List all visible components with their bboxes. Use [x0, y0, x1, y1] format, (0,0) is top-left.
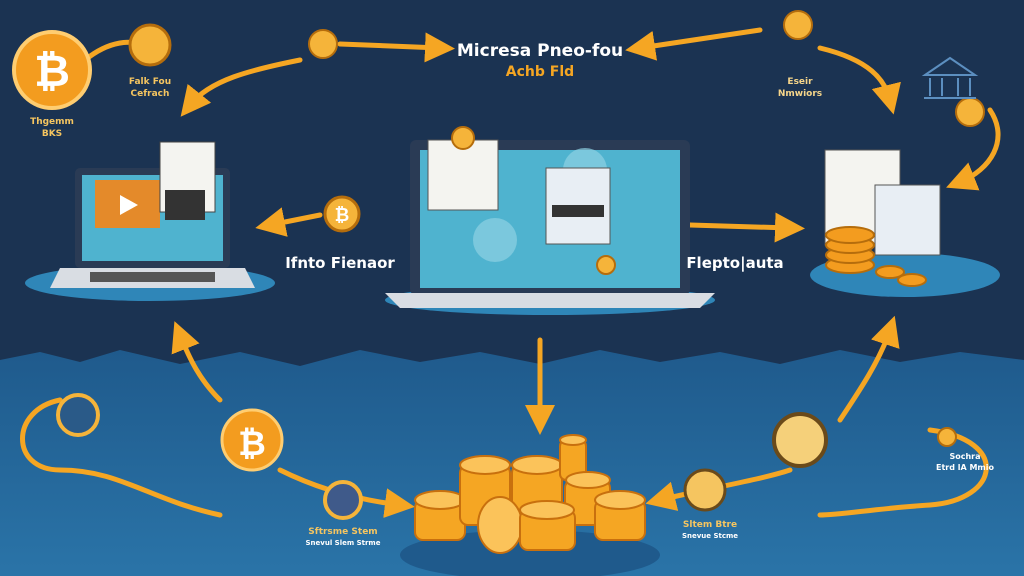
bank-icon: [921, 56, 979, 99]
document-stack: [810, 149, 1000, 297]
coin-label: Thgemm: [30, 117, 74, 127]
coin-icon: [128, 23, 172, 67]
coin-label: Snevue Stcme: [682, 532, 738, 540]
coin-icon: [937, 427, 957, 447]
coin-icon: [323, 480, 363, 520]
svg-text:₿: ₿: [238, 424, 266, 464]
coin-label: Cefrach: [131, 89, 170, 99]
bitcoin-icon: ₿: [323, 195, 361, 233]
bitcoin-icon: ₿: [12, 30, 92, 110]
center-laptop: [385, 126, 715, 315]
svg-text:₿: ₿: [335, 205, 350, 226]
coin-icon: [308, 29, 338, 59]
coin-icon: [783, 10, 813, 40]
left-flow-label: Ifnto Fienaor: [285, 254, 395, 272]
coin-label: Sftrsme Stem: [308, 527, 377, 537]
flow-arrows: [20, 26, 1001, 519]
title-main: Micresa Pneo-fou: [457, 41, 623, 61]
node-label: Eseir: [787, 77, 813, 87]
coin-label: Falk Fou: [129, 77, 171, 87]
node-label: Nmwiors: [778, 89, 822, 99]
title-sub: Achb Fld: [506, 64, 574, 80]
coin-icon: [772, 412, 828, 468]
coin-icon: [955, 97, 985, 127]
coin-label: Sochra: [949, 452, 980, 461]
coin-label: BKS: [42, 129, 62, 139]
right-flow-label: Flepto|auta: [686, 254, 783, 273]
coin-icon: [683, 468, 727, 512]
coin-label: Etrd lA Mmio: [936, 463, 995, 472]
svg-text:₿: ₿: [34, 46, 70, 97]
coin-icon: [56, 393, 100, 437]
bitcoin-icon: ₿: [220, 408, 284, 472]
coin-label: Sltem Btre: [683, 520, 737, 530]
left-laptop: [25, 141, 275, 301]
coin-label: Snevul Slem Strme: [306, 539, 381, 547]
coin-pile: [400, 434, 660, 576]
